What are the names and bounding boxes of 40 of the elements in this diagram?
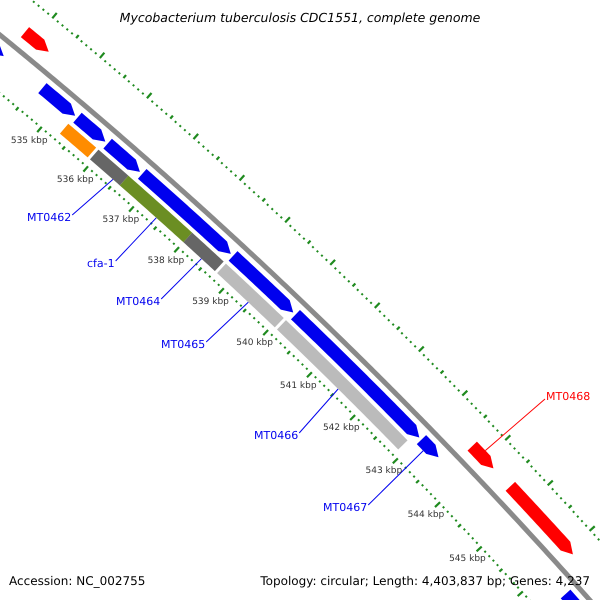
gene-block (138, 168, 231, 254)
leader-line (206, 302, 249, 342)
scale-label: 537 kbp (102, 215, 140, 226)
gene-block (20, 27, 49, 52)
scale-label: 541 kbp (280, 380, 317, 391)
gene-block (73, 112, 106, 142)
gene-label: MT0467 (323, 501, 368, 514)
leader-line (484, 398, 546, 452)
gene-label: MT0465 (161, 338, 206, 351)
gene-label: cfa-1 (87, 257, 115, 270)
leader-line (368, 450, 424, 506)
gene-block (506, 482, 573, 554)
gene-block (183, 232, 224, 272)
scale-label: 543 kbp (366, 466, 402, 476)
scale-label: 540 kbp (236, 338, 273, 348)
gene-block (120, 176, 192, 242)
gene-block (228, 251, 294, 313)
scale-label: 545 kbp (449, 554, 486, 564)
gene-block (416, 435, 438, 458)
gene-block (60, 124, 96, 158)
scale-label: 535 kbp (10, 136, 48, 146)
scale-label: 536 kbp (56, 175, 94, 186)
leader-line (160, 258, 202, 300)
scale-label: 542 kbp (322, 423, 360, 434)
gene-block (103, 138, 140, 172)
leader-line (298, 388, 339, 434)
scale-label: 539 kbp (192, 296, 229, 307)
gene-label: MT0466 (254, 429, 298, 442)
gene-block (468, 442, 494, 468)
title: Mycobacterium tuberculosis CDC1551, complete genome (118, 10, 482, 25)
gene-label: MT0468 (546, 390, 590, 403)
leader-line (72, 178, 114, 216)
gene-label: MT0464 (116, 295, 160, 308)
scale-label: 544 kbp (408, 510, 444, 520)
leader-line (115, 217, 157, 262)
scale-label: 538 kbp (148, 256, 184, 266)
gene-block (38, 83, 76, 116)
accession-text: Accession: NC_002755 (9, 574, 146, 588)
gene-label: MT0462 (27, 211, 72, 224)
genome-info-text: Topology: circular; Length: 4,403,837 bp; Genes: 4,237 (260, 574, 590, 588)
